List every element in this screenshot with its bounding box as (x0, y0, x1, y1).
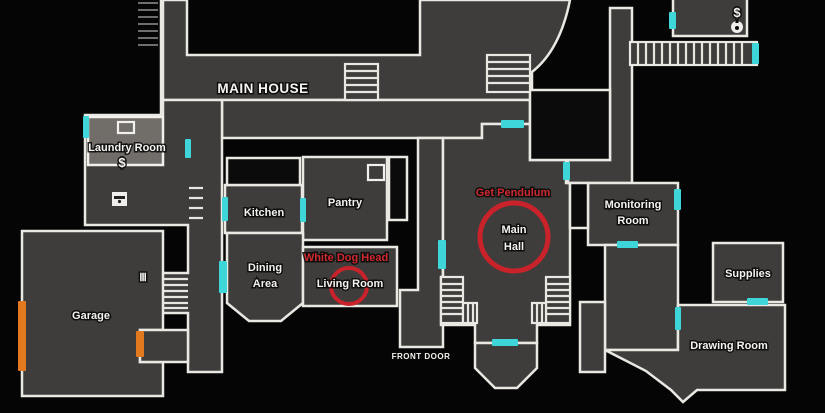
stairs-corridor-small-icon (189, 186, 203, 220)
label-main-hall-line2: Hall (504, 241, 524, 253)
garage-alcove (138, 328, 190, 364)
item-box-icon (112, 192, 127, 206)
void-top-center (528, 88, 612, 162)
door-laundry-west (83, 116, 89, 138)
garage-door-east (136, 331, 144, 357)
void-above-kitchen (225, 156, 302, 187)
door-drawing-west (675, 307, 681, 330)
void-right-of-pantry (387, 155, 409, 222)
door-corridor-junction (185, 139, 191, 158)
map-title: MAIN HOUSE (217, 81, 308, 96)
stairs-landing-west-icon (343, 62, 380, 102)
pantry-crate-icon (366, 163, 386, 182)
room-below-monitoring (603, 243, 680, 352)
label-kitchen: Kitchen (244, 207, 285, 219)
door-kitchen-west (222, 197, 228, 221)
main-hall-bay (473, 341, 539, 390)
label-dining-line1: Dining (248, 262, 282, 274)
label-drawing-room: Drawing Room (690, 340, 768, 352)
room-supplies (711, 241, 785, 304)
label-garage: Garage (72, 310, 110, 322)
door-hall-west (438, 240, 446, 269)
door-monitoring-east (674, 189, 681, 210)
upper-landing-area (161, 0, 572, 102)
door-hall-east (563, 162, 570, 180)
door-attic-stairs (752, 43, 759, 64)
label-dining-line2: Area (253, 278, 278, 290)
objective-ring-main-hall (477, 200, 551, 274)
label-main-hall-line1: Main (501, 224, 526, 236)
room-monitoring (586, 181, 680, 247)
money-icon-attic: $ (733, 5, 741, 20)
stairs-landing-east-icon (485, 53, 532, 94)
money-icon-laundry: $ (118, 155, 126, 170)
door-supplies-south (747, 298, 768, 305)
label-front-door: FRONT DOOR (392, 352, 451, 361)
annotation-get-pendulum: Get Pendulum (476, 187, 551, 199)
stairs-hall-east-icon (530, 275, 572, 325)
objective-ring-living-room (329, 266, 369, 306)
ladder-top-left-icon (138, 0, 163, 114)
room-living (301, 245, 399, 308)
room-dining-area (225, 231, 305, 323)
label-supplies: Supplies (725, 268, 771, 280)
door-kitchen-pantry (300, 198, 306, 222)
label-laundry-room: Laundry Room (88, 142, 166, 154)
label-pantry: Pantry (328, 197, 363, 209)
pocket-watch-icon (731, 20, 743, 33)
stairs-garage-icon (162, 277, 188, 310)
label-monitoring-line2: Room (617, 215, 648, 227)
annotation-white-dog-head: White Dog Head (304, 252, 388, 264)
save-point-icon (116, 120, 136, 135)
door-attic-room (669, 12, 676, 29)
stairs-attic-icon (628, 40, 759, 67)
room-pantry (301, 155, 389, 242)
door-dining-west (219, 261, 227, 293)
southeast-corridor (578, 300, 607, 374)
garage-shutter-icon: Ⅲ (139, 272, 147, 284)
stairs-hall-west-icon (439, 275, 479, 325)
void-pillar-monitoring (568, 181, 590, 230)
room-laundry-highlight (86, 115, 165, 167)
garage-shutter-west (18, 301, 26, 371)
label-living-room: Living Room (317, 278, 384, 290)
door-monitoring-south (617, 241, 638, 248)
door-main-entrance (492, 339, 518, 346)
label-monitoring-line1: Monitoring (605, 199, 662, 211)
door-corridor-south (501, 120, 524, 128)
